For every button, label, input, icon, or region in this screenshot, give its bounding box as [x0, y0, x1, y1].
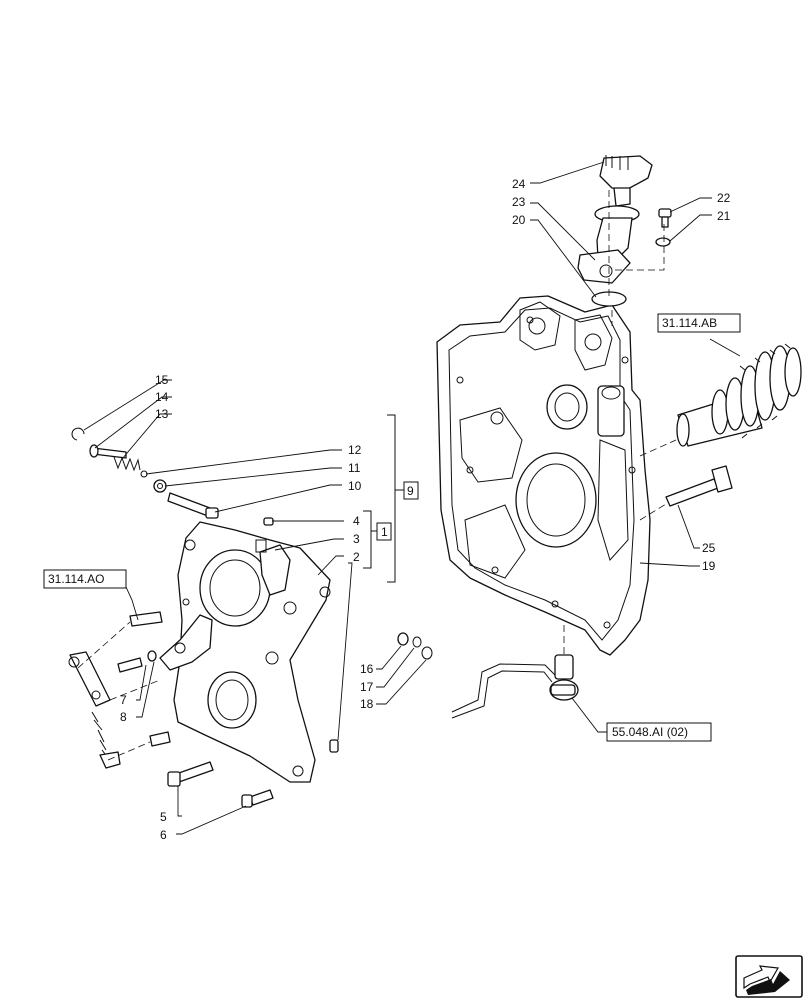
bolt-5 — [167, 761, 214, 787]
callout-2: 2 — [353, 550, 360, 564]
ref-link-55-048-ai[interactable]: 55.048.AI (02) — [606, 722, 712, 742]
drain-fitting — [549, 654, 579, 701]
ring-17 — [412, 636, 422, 648]
callout-22: 22 — [717, 191, 731, 205]
ring-8 — [147, 650, 157, 662]
pin-cover-bottom — [329, 739, 339, 753]
boxed-callout-1: 1 — [376, 522, 392, 541]
ref-31-114-ao-label: 31.114.AO — [48, 572, 104, 586]
callout-3: 3 — [353, 532, 360, 546]
seal-16 — [397, 632, 409, 646]
bracket-1 — [363, 510, 377, 569]
previous-page-arrow-icon[interactable] — [735, 955, 803, 998]
cover-small-plug — [263, 517, 274, 526]
bracket-9 — [387, 414, 404, 583]
ring-18 — [421, 646, 433, 660]
nut-11 — [153, 479, 167, 493]
callout-8: 8 — [120, 710, 127, 724]
filler-screw — [658, 208, 672, 228]
callout-9: 9 — [407, 484, 414, 498]
callout-20: 20 — [512, 213, 526, 227]
callout-15: 15 — [155, 373, 169, 387]
callout-11: 11 — [348, 461, 361, 475]
housing-bolt — [665, 465, 733, 507]
callout-19: 19 — [702, 559, 716, 573]
spring-13 — [113, 456, 141, 472]
pin-14 — [89, 444, 127, 459]
ref-55-048-ai-label: 55.048.AI (02) — [612, 725, 688, 739]
drain-hose — [451, 663, 557, 719]
ref-31-114-ab-label: 31.114.AB — [662, 316, 717, 330]
filler-cap — [599, 155, 653, 207]
callout-7: 7 — [120, 693, 127, 707]
front-cover — [159, 521, 331, 783]
leader-lines — [83, 161, 741, 835]
linkage-rod — [68, 611, 171, 769]
callout-24: 24 — [512, 177, 526, 191]
snap-ring-15 — [71, 427, 85, 441]
shaft-10 — [167, 492, 219, 519]
callout-5: 5 — [160, 810, 167, 824]
callout-21: 21 — [717, 209, 731, 223]
filler-neck — [577, 205, 640, 284]
callout-1: 1 — [381, 525, 388, 539]
callout-10: 10 — [348, 479, 362, 493]
callout-16: 16 — [360, 662, 374, 676]
filler-washer — [655, 237, 671, 247]
callout-labels: 24 23 20 22 21 25 19 15 14 13 12 11 10 4… — [120, 177, 731, 842]
callout-14: 14 — [155, 390, 169, 404]
callout-13: 13 — [155, 407, 169, 421]
bolt-6 — [241, 789, 274, 808]
callout-25: 25 — [702, 541, 716, 555]
callout-12: 12 — [348, 443, 362, 457]
gear-shaft — [676, 343, 802, 447]
pin-7 — [117, 657, 143, 673]
callout-17: 17 — [360, 680, 374, 694]
callout-18: 18 — [360, 697, 374, 711]
ref-link-31-114-ab[interactable]: 31.114.AB — [657, 313, 741, 333]
callout-6: 6 — [160, 828, 167, 842]
boxed-callout-9: 9 — [403, 481, 419, 500]
ref-link-31-114-ao[interactable]: 31.114.AO — [43, 569, 127, 589]
callout-23: 23 — [512, 195, 526, 209]
callout-4: 4 — [353, 514, 360, 528]
main-housing — [436, 295, 651, 656]
